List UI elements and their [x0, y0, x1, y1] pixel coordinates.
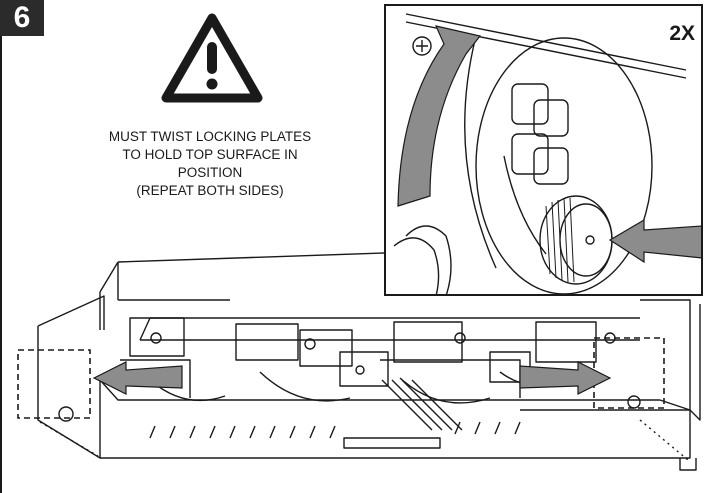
top-surface-panel [117, 252, 385, 301]
detail-inset: 2X [384, 4, 703, 296]
bracket-1 [129, 317, 185, 357]
right-side-back [689, 304, 701, 421]
locking-plate-detail [393, 13, 701, 294]
side-hole-left [58, 406, 74, 422]
step-number-badge: 6 [0, 0, 44, 36]
vent-slots [149, 421, 521, 439]
instruction-line-4: (REPEAT BOTH SIDES) [136, 183, 284, 198]
base-tray-inner-edge [99, 379, 660, 401]
instruction-line-2: TO HOLD TOP SURFACE IN [122, 147, 298, 162]
highlight-box-left [17, 349, 91, 419]
post-upper [511, 83, 549, 125]
bracket-4 [393, 321, 463, 363]
foot-right [679, 458, 697, 471]
left-side-wall [37, 295, 105, 459]
inset-screw [412, 36, 432, 56]
push-arrow-icon [608, 218, 701, 264]
screw-5 [355, 365, 365, 375]
bracket-5 [535, 321, 597, 363]
highlight-box-right [593, 337, 665, 409]
warning-triangle-icon [161, 13, 263, 103]
lens-disc [405, 225, 452, 294]
plate-outer-edge [464, 35, 497, 269]
bracket-2 [235, 323, 299, 361]
instruction-line-1: MUST TWIST LOCKING PLATES [108, 129, 312, 144]
rotate-arrow-icon [397, 25, 482, 207]
screw-2 [304, 338, 316, 350]
centre-slats [381, 379, 463, 431]
page-left-border [0, 36, 2, 493]
bracket-6 [339, 351, 389, 387]
inner-rail [139, 317, 640, 341]
knurled-knob [539, 195, 613, 285]
post-lower [511, 133, 549, 175]
side-hole-right [627, 395, 641, 409]
right-edge-dotted [639, 419, 689, 461]
instruction-text: MUST TWIST LOCKING PLATES TO HOLD TOP SU… [40, 128, 380, 200]
base-tray-front [100, 409, 691, 459]
screw-1 [150, 332, 162, 344]
knob-knurling [545, 197, 575, 283]
arrow-right-icon [519, 361, 612, 395]
right-side-wall [640, 299, 691, 411]
screw-3 [454, 332, 466, 344]
front-handle-slot [343, 437, 441, 449]
instruction-line-3: POSITION [177, 165, 243, 180]
round-locking-plate [475, 37, 653, 294]
scale-label: 2X [669, 22, 695, 45]
bracket-3 [299, 329, 353, 367]
arrow-left-icon [92, 361, 183, 395]
